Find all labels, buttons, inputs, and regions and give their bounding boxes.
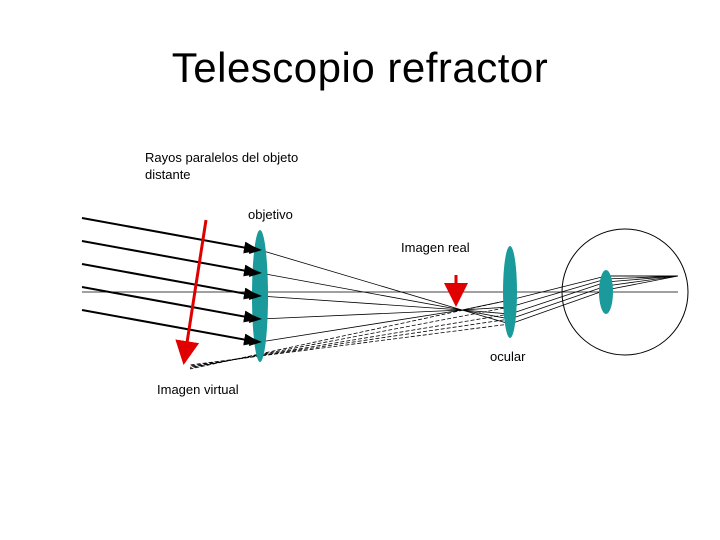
real-image-label: Imagen real (401, 240, 470, 255)
objective-label: objetivo (248, 207, 293, 222)
virtual-image-label: Imagen virtual (157, 382, 239, 397)
rays-label-line1: Rayos paralelos del objeto (145, 150, 298, 165)
incoming-ray (81, 263, 260, 300)
incoming-ray (81, 240, 260, 277)
refracted-ray (259, 299, 511, 343)
refracted-ray (259, 295, 511, 315)
diagram-title: Telescopio refractor (171, 44, 549, 91)
incoming-arrowheads (249, 245, 262, 346)
virtual-image-arrow (175, 219, 208, 365)
virtual-rays (189, 299, 511, 370)
virtual-ray (189, 299, 511, 370)
converging-rays (259, 249, 511, 343)
eyepiece-lens (503, 246, 517, 338)
incoming-ray (81, 309, 260, 346)
eyepiece-label: ocular (490, 349, 526, 364)
incoming-rays (81, 217, 260, 346)
eyepiece-rays (509, 275, 679, 325)
refracted-ray (259, 249, 511, 325)
incoming-ray (81, 217, 260, 254)
eye-ray (509, 275, 679, 315)
rays-label-line2: distante (145, 167, 191, 182)
eye-lens (599, 270, 613, 314)
refracted-ray (259, 272, 511, 320)
